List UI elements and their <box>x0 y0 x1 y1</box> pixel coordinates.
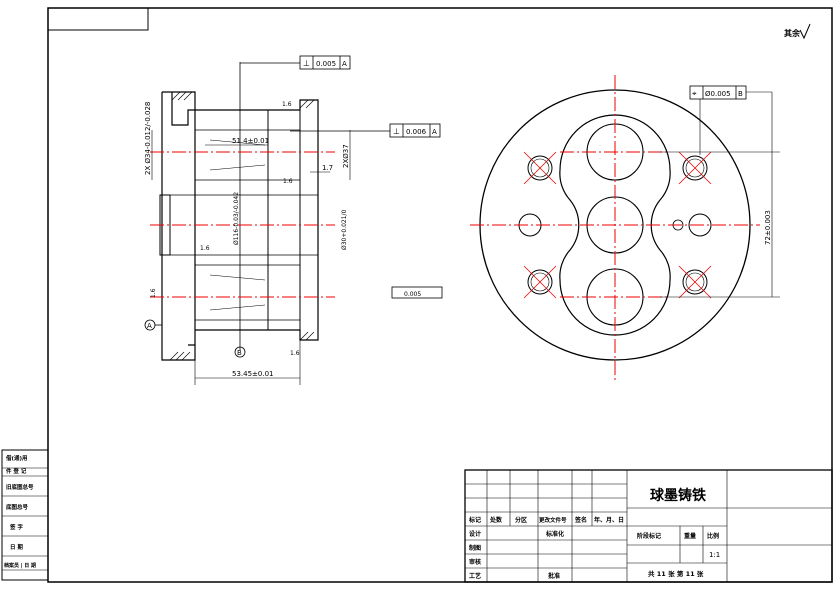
dim-center-small: Ø30+0.021/0 <box>341 209 348 250</box>
svg-text:年、月、日: 年、月、日 <box>594 516 624 524</box>
dim-chamfer: 1.7 <box>322 164 333 172</box>
sheet-count: 共 11 张 第 11 张 <box>648 569 704 578</box>
roughness-mark-2: 1.6 <box>283 178 293 185</box>
svg-text:制图: 制图 <box>469 544 481 552</box>
dim-width-inner: 51.4±0.01 <box>232 137 269 145</box>
side-row-2: 件 登 记 <box>6 467 27 475</box>
svg-text:分区: 分区 <box>515 516 527 524</box>
tol-position-datum: B <box>738 90 743 98</box>
svg-text:工艺: 工艺 <box>469 572 481 580</box>
material-title: 球墨铸铁 <box>650 487 706 504</box>
plan-view: 72±0.003 ⌖ Ø0.005 B <box>470 75 780 380</box>
side-row-4: 底图总号 <box>5 503 29 511</box>
dim-width-outer: 53.45±0.01 <box>232 370 274 378</box>
svg-text:B: B <box>237 349 242 357</box>
scale-value: 1:1 <box>709 551 720 559</box>
tol-mid-symbol: ⊥ <box>393 127 400 136</box>
side-row-1: 借(通)用 <box>5 454 28 462</box>
corner-box <box>47 7 149 31</box>
roughness-mark-1: 1.6 <box>282 101 292 108</box>
side-row-3: 旧底图总号 <box>6 483 34 491</box>
side-block: 借(通)用 件 登 记 旧底图总号 底图总号 签 字 日 期 档案员 | 日 期 <box>1 449 49 581</box>
roughness-mark-3: 1.6 <box>200 245 210 252</box>
roughness-icon <box>799 23 811 40</box>
svg-text:重量: 重量 <box>684 532 696 540</box>
tol-position-value: Ø0.005 <box>705 90 731 98</box>
svg-text:处数: 处数 <box>489 516 503 524</box>
side-row-6: 日 期 <box>10 543 23 551</box>
dim-right-bores: 2XØ37 <box>342 144 350 168</box>
tol-top-value: 0.005 <box>316 60 336 68</box>
roughness-note: 其余 <box>784 28 801 38</box>
roughness-mark-4: 1.6 <box>150 288 157 298</box>
section-view: ⊥ 0.005 A <box>144 55 443 385</box>
tol-position-symbol: ⌖ <box>692 89 697 98</box>
side-row-5: 签 字 <box>9 523 23 531</box>
svg-text:阶段标记: 阶段标记 <box>637 532 661 540</box>
title-block: 球墨铸铁 标记 处数 分区 更改文件号 签名 年、月、日 设计 标准化 制图 审… <box>464 469 833 583</box>
tol-low-value: 0.005 <box>404 291 421 298</box>
tol-mid-value: 0.006 <box>406 128 427 136</box>
sheet-frame <box>47 7 833 583</box>
svg-text:标记: 标记 <box>468 516 481 524</box>
tol-mid-datum: A <box>432 128 437 136</box>
datum-b-marker <box>234 346 246 358</box>
svg-text:签名: 签名 <box>574 516 587 524</box>
dim-center-bore: Ø116-0.03/-0.042 <box>233 192 240 245</box>
svg-text:审核: 审核 <box>469 558 481 566</box>
svg-text:标准化: 标准化 <box>545 530 564 538</box>
dim-left-bores: 2X Ø34-0.012/-0.028 <box>144 102 152 175</box>
svg-text:比例: 比例 <box>707 532 719 540</box>
side-row-7: 档案员 | 日 期 <box>4 562 36 569</box>
svg-text:设计: 设计 <box>469 530 481 538</box>
dim-height: 72±0.003 <box>764 210 772 245</box>
roughness-mark-5: 1.6 <box>290 350 300 357</box>
svg-text:更改文件号: 更改文件号 <box>539 516 567 524</box>
tol-top-symbol: ⊥ <box>303 59 310 68</box>
svg-text:批准: 批准 <box>548 572 560 580</box>
svg-text:A: A <box>147 322 152 330</box>
tol-top-datum: A <box>342 60 347 68</box>
